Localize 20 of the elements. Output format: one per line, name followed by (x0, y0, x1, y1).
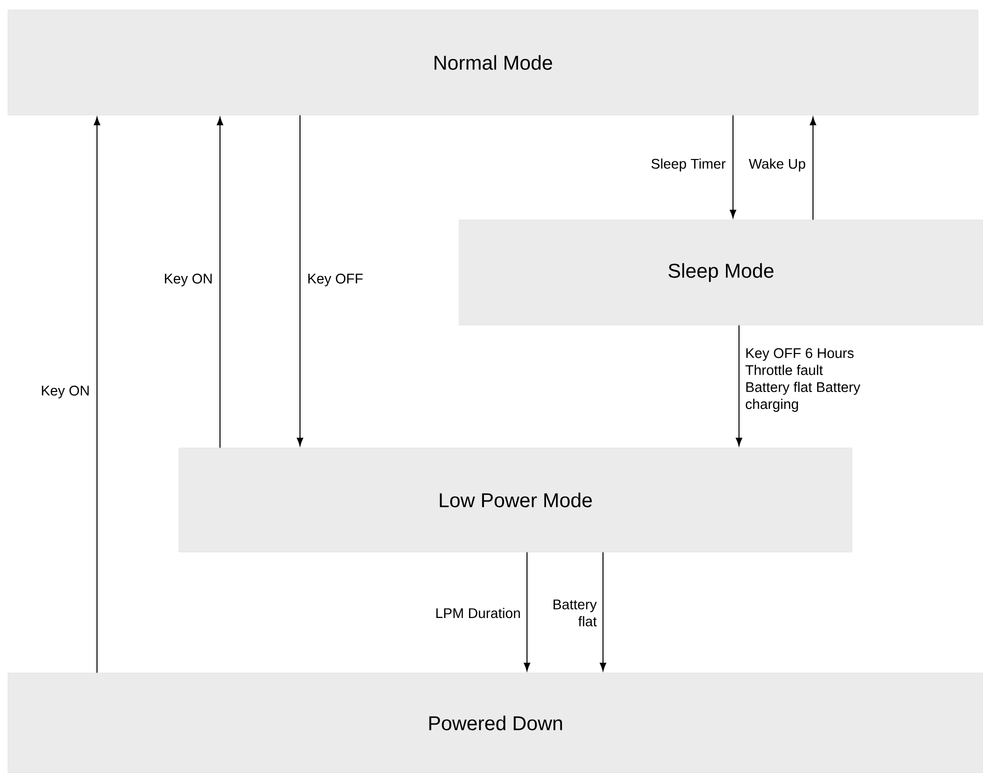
arrow (730, 114, 736, 218)
edge-label: Key ON (42, 386, 89, 398)
state-box: Normal Mode (8, 10, 978, 116)
edge-label: Wake Up (748, 158, 806, 172)
arrow (296, 114, 304, 446)
state-box: Sleep Mode (458, 220, 983, 326)
edge-label: Key OFF (308, 274, 363, 286)
edge-label: Key OFF 6 Hours Throttle fault Battery flat Battery charging (746, 348, 860, 412)
edge-label: Sleep Timer (652, 158, 726, 172)
edge-label: Battery flat (554, 600, 597, 626)
arrow (736, 324, 742, 446)
arrow (216, 116, 224, 448)
state-box: Low Power Mode (178, 448, 852, 552)
arrow (524, 552, 530, 672)
arrow (600, 552, 606, 672)
edge-label: LPM Duration (436, 608, 520, 618)
arrow (810, 116, 816, 220)
edge-label: Key ON (164, 274, 212, 286)
state-box: Powered Down (8, 672, 983, 773)
arrow (94, 116, 100, 674)
